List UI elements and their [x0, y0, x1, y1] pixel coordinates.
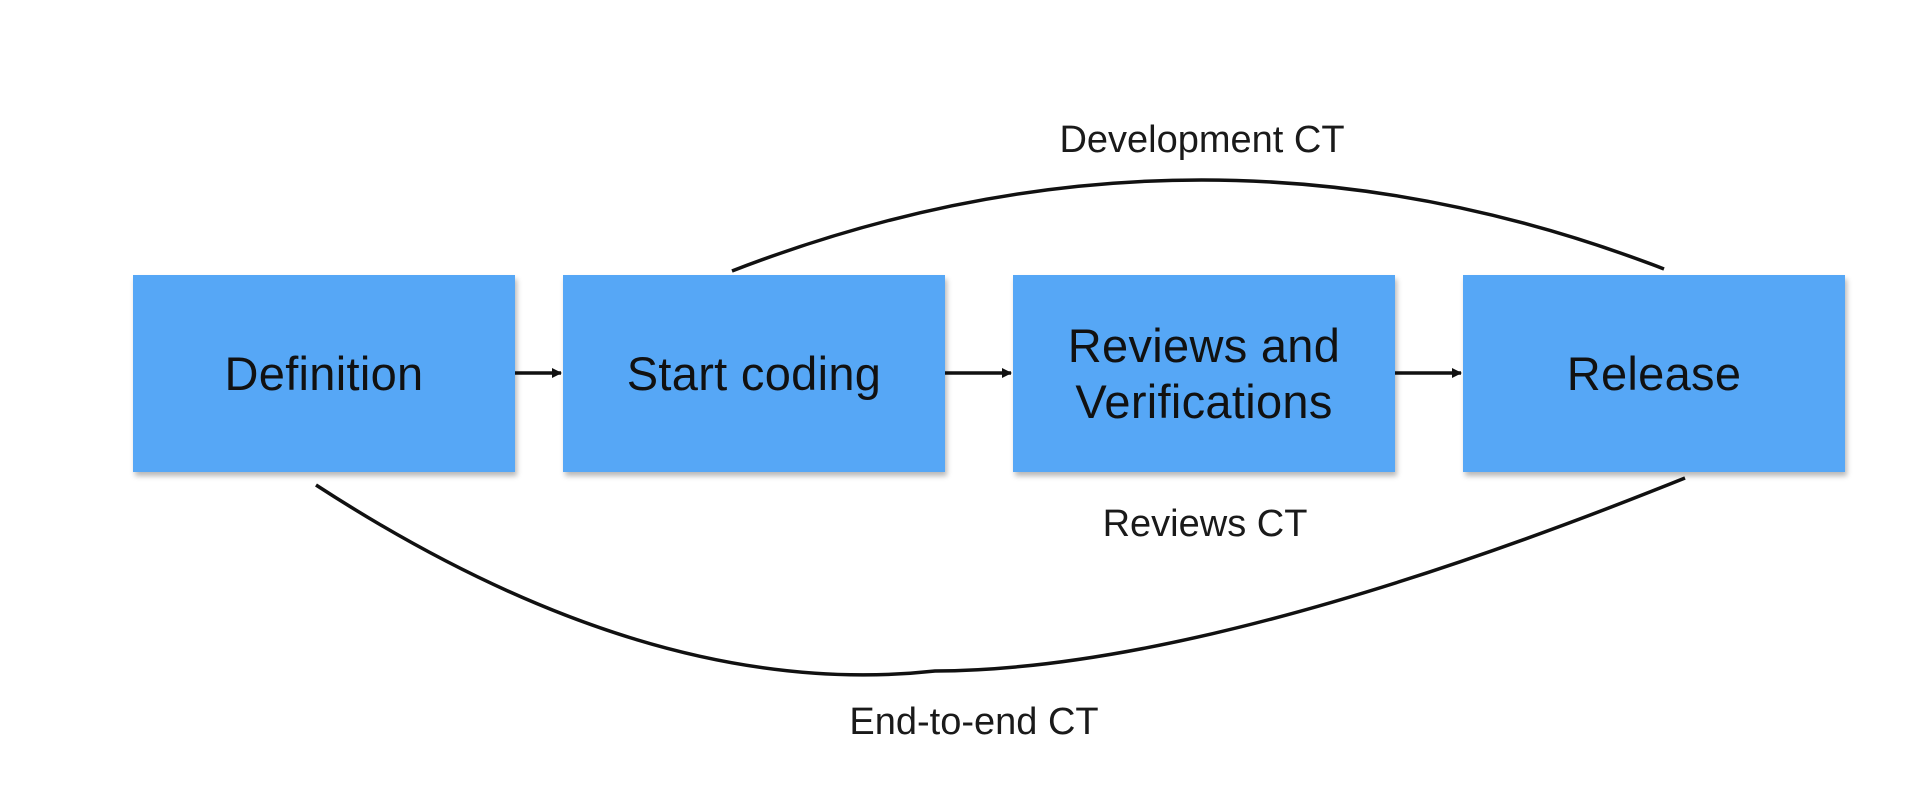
stage-release-box: Release: [1463, 275, 1845, 472]
stage-definition-label: Definition: [224, 346, 424, 400]
end-to-end-ct-arc: [315, 476, 1686, 677]
stage-reviews-verifications-box: Reviews and Verifications: [1013, 275, 1395, 472]
end-to-end-ct-label: End-to-end CT: [849, 701, 1099, 743]
development-ct-label: Development CT: [1059, 119, 1345, 161]
stage-definition-box: Definition: [133, 275, 515, 472]
stage-release-label: Release: [1566, 346, 1742, 400]
stage-start-coding-box: Start coding: [563, 275, 945, 472]
development-ct-arc: [731, 178, 1665, 273]
stage-start-coding-label: Start coding: [626, 346, 882, 400]
reviews-ct-label: Reviews CT: [1102, 503, 1308, 545]
stage-reviews-verifications-label: Reviews and Verifications: [1067, 318, 1341, 428]
